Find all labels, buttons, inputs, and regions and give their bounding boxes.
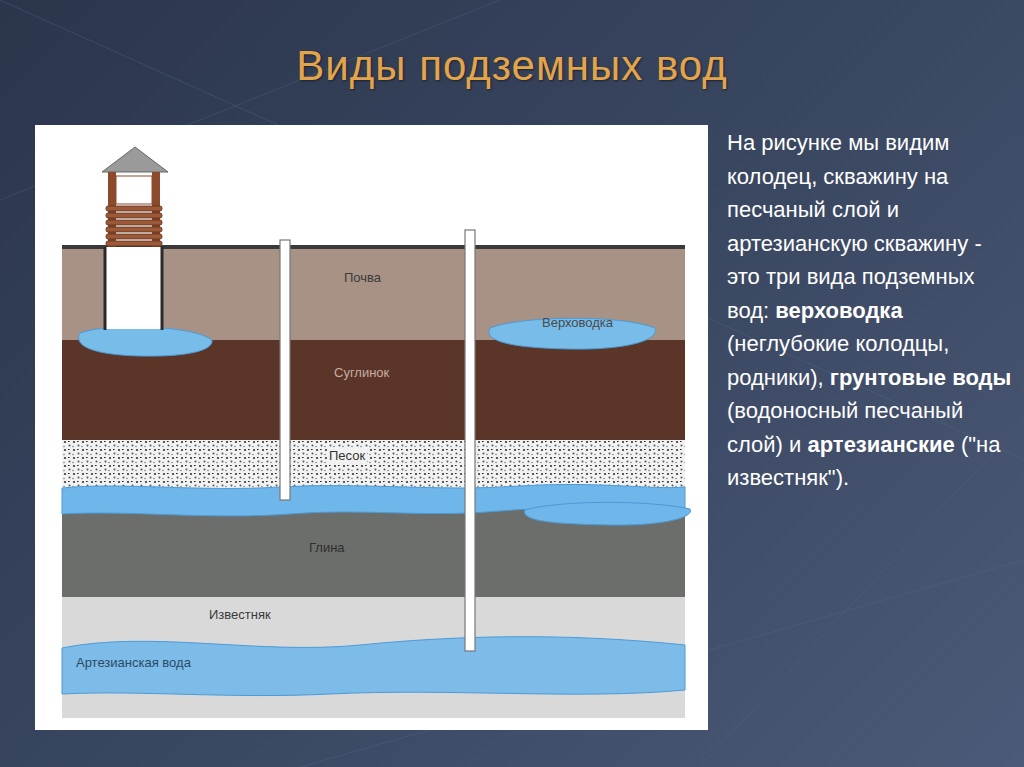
sand-band: Песок [62, 441, 685, 485]
layer-label: Артезианская вода [74, 656, 193, 670]
well-wall [161, 247, 164, 330]
soil-layer [62, 247, 685, 341]
layer-label: Известняк [207, 608, 273, 622]
emphasis-text: верховодка [775, 298, 902, 323]
layer-label: Глина [307, 541, 347, 555]
well-water [79, 327, 212, 356]
log-rung [106, 206, 162, 211]
clay-band: Глина [62, 515, 685, 597]
emphasis-text: грунтовые воды [830, 365, 1012, 390]
perched-water-lens: Верховодка [490, 314, 660, 350]
log-rung [106, 234, 162, 239]
log-rung [106, 241, 162, 246]
loam-band: Суглинок [62, 341, 685, 439]
log-rung [106, 213, 162, 218]
layer-label: Почва [342, 271, 383, 285]
artesian-water [62, 637, 685, 696]
body-text: На рисунке мы видим колодец, скважину на… [727, 130, 982, 323]
layer-label: Песок [327, 449, 367, 463]
limestone-layer [62, 597, 685, 718]
limestone-band: Известняк [62, 598, 685, 642]
log-rung [106, 220, 162, 225]
description-text: На рисунке мы видим колодец, скважину на… [727, 126, 1012, 495]
emphasis-text: артезианские [807, 432, 954, 457]
well-wall [104, 247, 107, 330]
picture-frame [35, 125, 708, 730]
sand-borehole [280, 240, 290, 500]
layer-label: Суглинок [332, 366, 391, 380]
log-rung [106, 227, 162, 232]
slide-title: Виды подземных вод [0, 42, 1024, 90]
ground-water-lens [525, 502, 691, 525]
well-house [102, 147, 168, 247]
layer-label: Верховодка [540, 316, 615, 330]
artesian-water-band: Артезианская вода [62, 646, 685, 690]
artesian-borehole [465, 230, 475, 651]
well-shaft [106, 247, 161, 329]
